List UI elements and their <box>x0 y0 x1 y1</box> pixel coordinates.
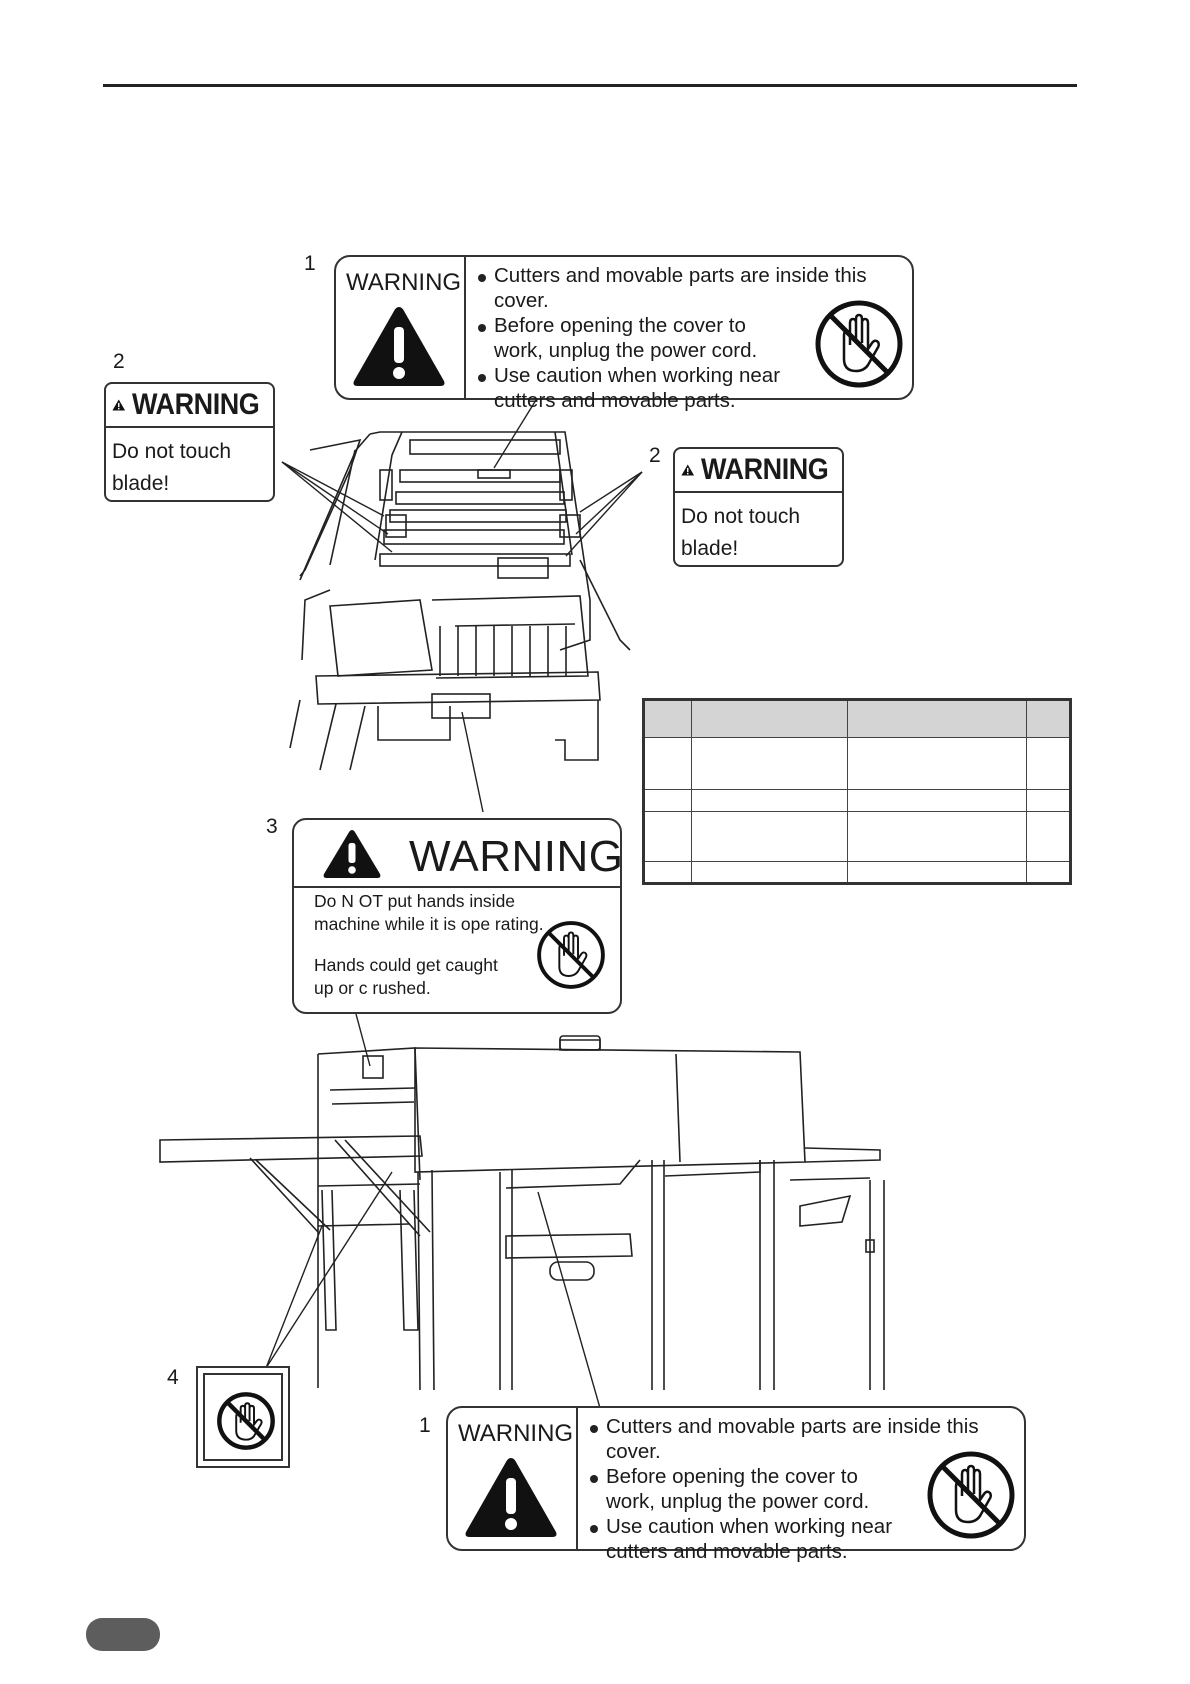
callout-number: 1 <box>419 1414 431 1437</box>
no-hands-icon <box>927 1451 1015 1539</box>
warning-triangle-icon <box>353 307 445 386</box>
table-header-cell <box>1026 699 1071 738</box>
no-hands-icon <box>537 921 605 989</box>
warning-label-header: WARNING <box>106 384 273 428</box>
warning-label-blade: WARNING Do not touch blade! <box>673 447 844 567</box>
callout-number: 4 <box>167 1366 179 1389</box>
warning-text: Do not touch blade! <box>112 440 232 495</box>
warning-line: Use caution when working near cutters an… <box>588 1514 951 1564</box>
warning-title: WARNING <box>700 453 829 486</box>
table-row <box>643 789 1071 812</box>
warning-text: Do N OT put hands inside machine while i… <box>314 891 544 934</box>
table-header-cell <box>643 699 692 738</box>
warning-label-hands: WARNING Do N OT put hands inside machine… <box>292 818 623 1014</box>
table-row <box>643 737 1071 790</box>
warning-label-header: WARNING <box>294 820 623 888</box>
no-hands-label-frame <box>203 1373 283 1461</box>
warning-label-left-panel: WARNING <box>336 257 466 398</box>
warning-label-header: WARNING <box>675 449 842 493</box>
no-hands-icon <box>815 300 903 388</box>
warning-line: Cutters and movable parts are inside thi… <box>588 1414 1016 1464</box>
warning-text: Do not touch blade! <box>681 505 801 560</box>
table-row <box>643 811 1071 862</box>
warning-line: Cutters and movable parts are inside thi… <box>476 263 904 313</box>
warning-title: WARNING <box>409 832 624 881</box>
table-header-cell <box>691 699 848 738</box>
warning-triangle-icon <box>112 399 126 411</box>
no-hands-label <box>196 1366 290 1468</box>
header-rule <box>103 84 1077 87</box>
table-row <box>643 861 1071 884</box>
labels-table <box>642 698 1072 885</box>
warning-line: Use caution when working near cutters an… <box>476 363 839 413</box>
warning-title: WARNING <box>458 1420 574 1447</box>
warning-list: Cutters and movable parts are inside thi… <box>588 1414 1016 1564</box>
warning-triangle-icon <box>323 830 381 878</box>
machine-front-view <box>159 1035 885 1391</box>
no-hands-icon <box>217 1392 275 1450</box>
leader-lines <box>265 399 643 1409</box>
table-header-row <box>643 699 1071 738</box>
warning-label-left-panel: WARNING <box>448 1408 578 1549</box>
warning-title: WARNING <box>131 388 260 421</box>
warning-line: Before opening the cover to work, unplug… <box>588 1464 906 1514</box>
table-header-cell <box>847 699 1027 738</box>
warning-label-cover: WARNING Cutters and movable parts are in… <box>334 255 914 412</box>
warning-label-blade: WARNING Do not touch blade! <box>104 382 275 502</box>
warning-text: Hands could get caught up or c rushed. <box>314 955 498 998</box>
warning-triangle-icon <box>681 464 695 476</box>
warning-list: Cutters and movable parts are inside thi… <box>476 263 904 413</box>
machine-top-view <box>289 431 631 771</box>
warning-triangle-icon <box>465 1458 557 1537</box>
warning-title: WARNING <box>346 269 462 296</box>
callout-number: 3 <box>266 815 278 838</box>
warning-label-cover: WARNING Cutters and movable parts are in… <box>446 1406 1026 1563</box>
callout-number: 1 <box>304 252 316 275</box>
callout-number: 2 <box>649 444 661 467</box>
callout-number: 2 <box>113 350 125 373</box>
page-number-tab <box>86 1618 160 1651</box>
warning-line: Before opening the cover to work, unplug… <box>476 313 794 363</box>
